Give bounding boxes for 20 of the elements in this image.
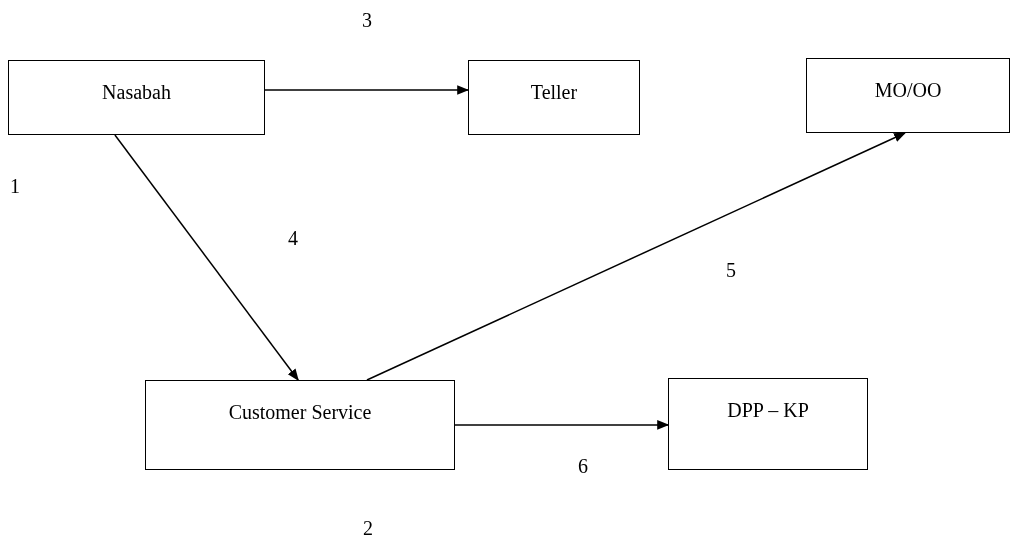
- box-label: Nasabah: [102, 81, 171, 104]
- arrow: [454, 420, 670, 430]
- step-number: 6: [578, 456, 588, 476]
- box-label: MO/OO: [874, 79, 942, 102]
- arrow: [366, 132, 907, 381]
- process-box: [145, 380, 455, 470]
- box-label: Customer Service: [228, 401, 372, 424]
- box-label: DPP – KP: [727, 399, 809, 422]
- process-box: [806, 58, 1010, 133]
- step-number: 1: [10, 176, 20, 196]
- step-number: 4: [288, 228, 298, 248]
- arrow: [264, 85, 470, 95]
- step-number: 2: [363, 518, 373, 537]
- process-box: [8, 60, 265, 135]
- process-box: [468, 60, 640, 135]
- box-label: Teller: [530, 81, 578, 104]
- process-box: [668, 378, 868, 470]
- arrow: [114, 134, 299, 381]
- step-number: 5: [726, 260, 736, 280]
- step-number: 3: [362, 10, 372, 30]
